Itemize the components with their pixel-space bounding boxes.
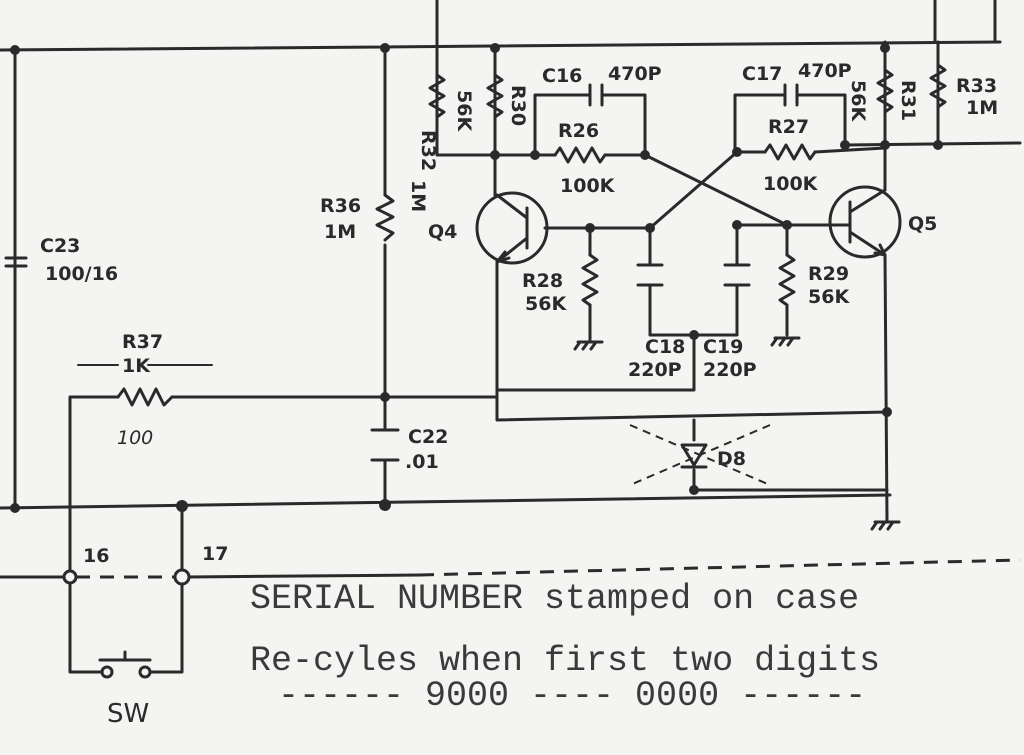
r33-value: 1M: [966, 97, 998, 119]
resistor-symbols: [116, 63, 947, 407]
r33-ref: R33: [956, 75, 997, 97]
r33-symbol: [929, 63, 947, 109]
c23-ref: C23: [40, 235, 80, 257]
d8-ref: D8: [717, 448, 746, 470]
junction-dots: [10, 43, 943, 513]
note-line-2: Re-cyles when first two digits: [250, 641, 880, 681]
r37-symbol: [116, 387, 174, 407]
c23-value: 100/16: [45, 263, 118, 285]
ground-symbols: [573, 336, 901, 531]
note-line-3: ------ 9000 ---- 0000 ------: [278, 676, 866, 716]
r26-symbol: [553, 146, 607, 164]
r28-ref: R28: [522, 270, 563, 292]
r32-symbol: [428, 73, 446, 119]
r31-symbol: [876, 68, 894, 114]
r30-ref: R30: [507, 85, 529, 126]
r31-value: 56K: [847, 80, 869, 122]
c17-value: 470P: [798, 60, 852, 82]
r36-symbol: [375, 193, 395, 242]
c17-ref: C17: [742, 63, 782, 85]
r37-handwritten-value: 100: [117, 427, 153, 449]
wires: [0, 0, 1022, 674]
q4-transistor: [475, 191, 549, 265]
r28-symbol: [581, 253, 599, 307]
q4-ref: Q4: [428, 221, 457, 243]
c18-ref: C18: [645, 336, 685, 358]
serial-number-note: SERIAL NUMBER stamped on case Re-cyles w…: [250, 579, 880, 716]
terminal-16: [62, 569, 78, 585]
c19-value: 220P: [703, 359, 757, 381]
r29-symbol: [778, 253, 796, 307]
c19-symbol: [723, 263, 751, 287]
r36-value: 1M: [324, 221, 356, 243]
r37-value: 1K: [122, 355, 151, 377]
r30-symbol: [486, 73, 504, 119]
component-labels: C23 100/16 R36 1M R37 1K 100 C22 .01 R32…: [40, 60, 998, 729]
terminal-17: [173, 568, 191, 586]
terminal-17-label: 17: [202, 543, 228, 565]
r27-symbol: [763, 143, 817, 161]
capacitor-symbols: [4, 83, 799, 462]
sw-pushbutton: [98, 650, 152, 679]
r26-value: 100K: [560, 175, 616, 197]
q5-transistor: [828, 185, 902, 259]
c18-value: 220P: [628, 359, 682, 381]
q5-ref: Q5: [908, 213, 937, 235]
r31-ref: R31: [897, 80, 919, 121]
r27-value: 100K: [763, 173, 819, 195]
r36-ref: R36: [320, 195, 361, 217]
c23-symbol: [4, 256, 28, 268]
r28-value: 56K: [525, 293, 567, 315]
c19-ref: C19: [703, 336, 743, 358]
d8-diode-crossed-out: [629, 424, 771, 486]
c16-symbol: [588, 83, 604, 107]
c22-ref: C22: [408, 426, 448, 448]
r27-ref: R27: [768, 116, 809, 138]
c22-symbol: [370, 428, 400, 462]
sw-ref: SW: [107, 699, 149, 729]
note-line-1: SERIAL NUMBER stamped on case: [250, 579, 859, 619]
r32-value: 1M: [407, 180, 429, 212]
c16-value: 470P: [608, 63, 662, 85]
c18-symbol: [636, 263, 664, 287]
r29-value: 56K: [808, 286, 850, 308]
r37-ref: R37: [122, 331, 163, 353]
r26-ref: R26: [558, 120, 599, 142]
r29-ref: R29: [808, 263, 849, 285]
terminal-16-label: 16: [83, 545, 109, 567]
c22-value: .01: [405, 451, 439, 473]
r32-ref: R32: [417, 130, 439, 171]
r30-value: 56K: [453, 90, 475, 132]
c16-ref: C16: [542, 65, 582, 87]
c17-symbol: [783, 83, 799, 107]
